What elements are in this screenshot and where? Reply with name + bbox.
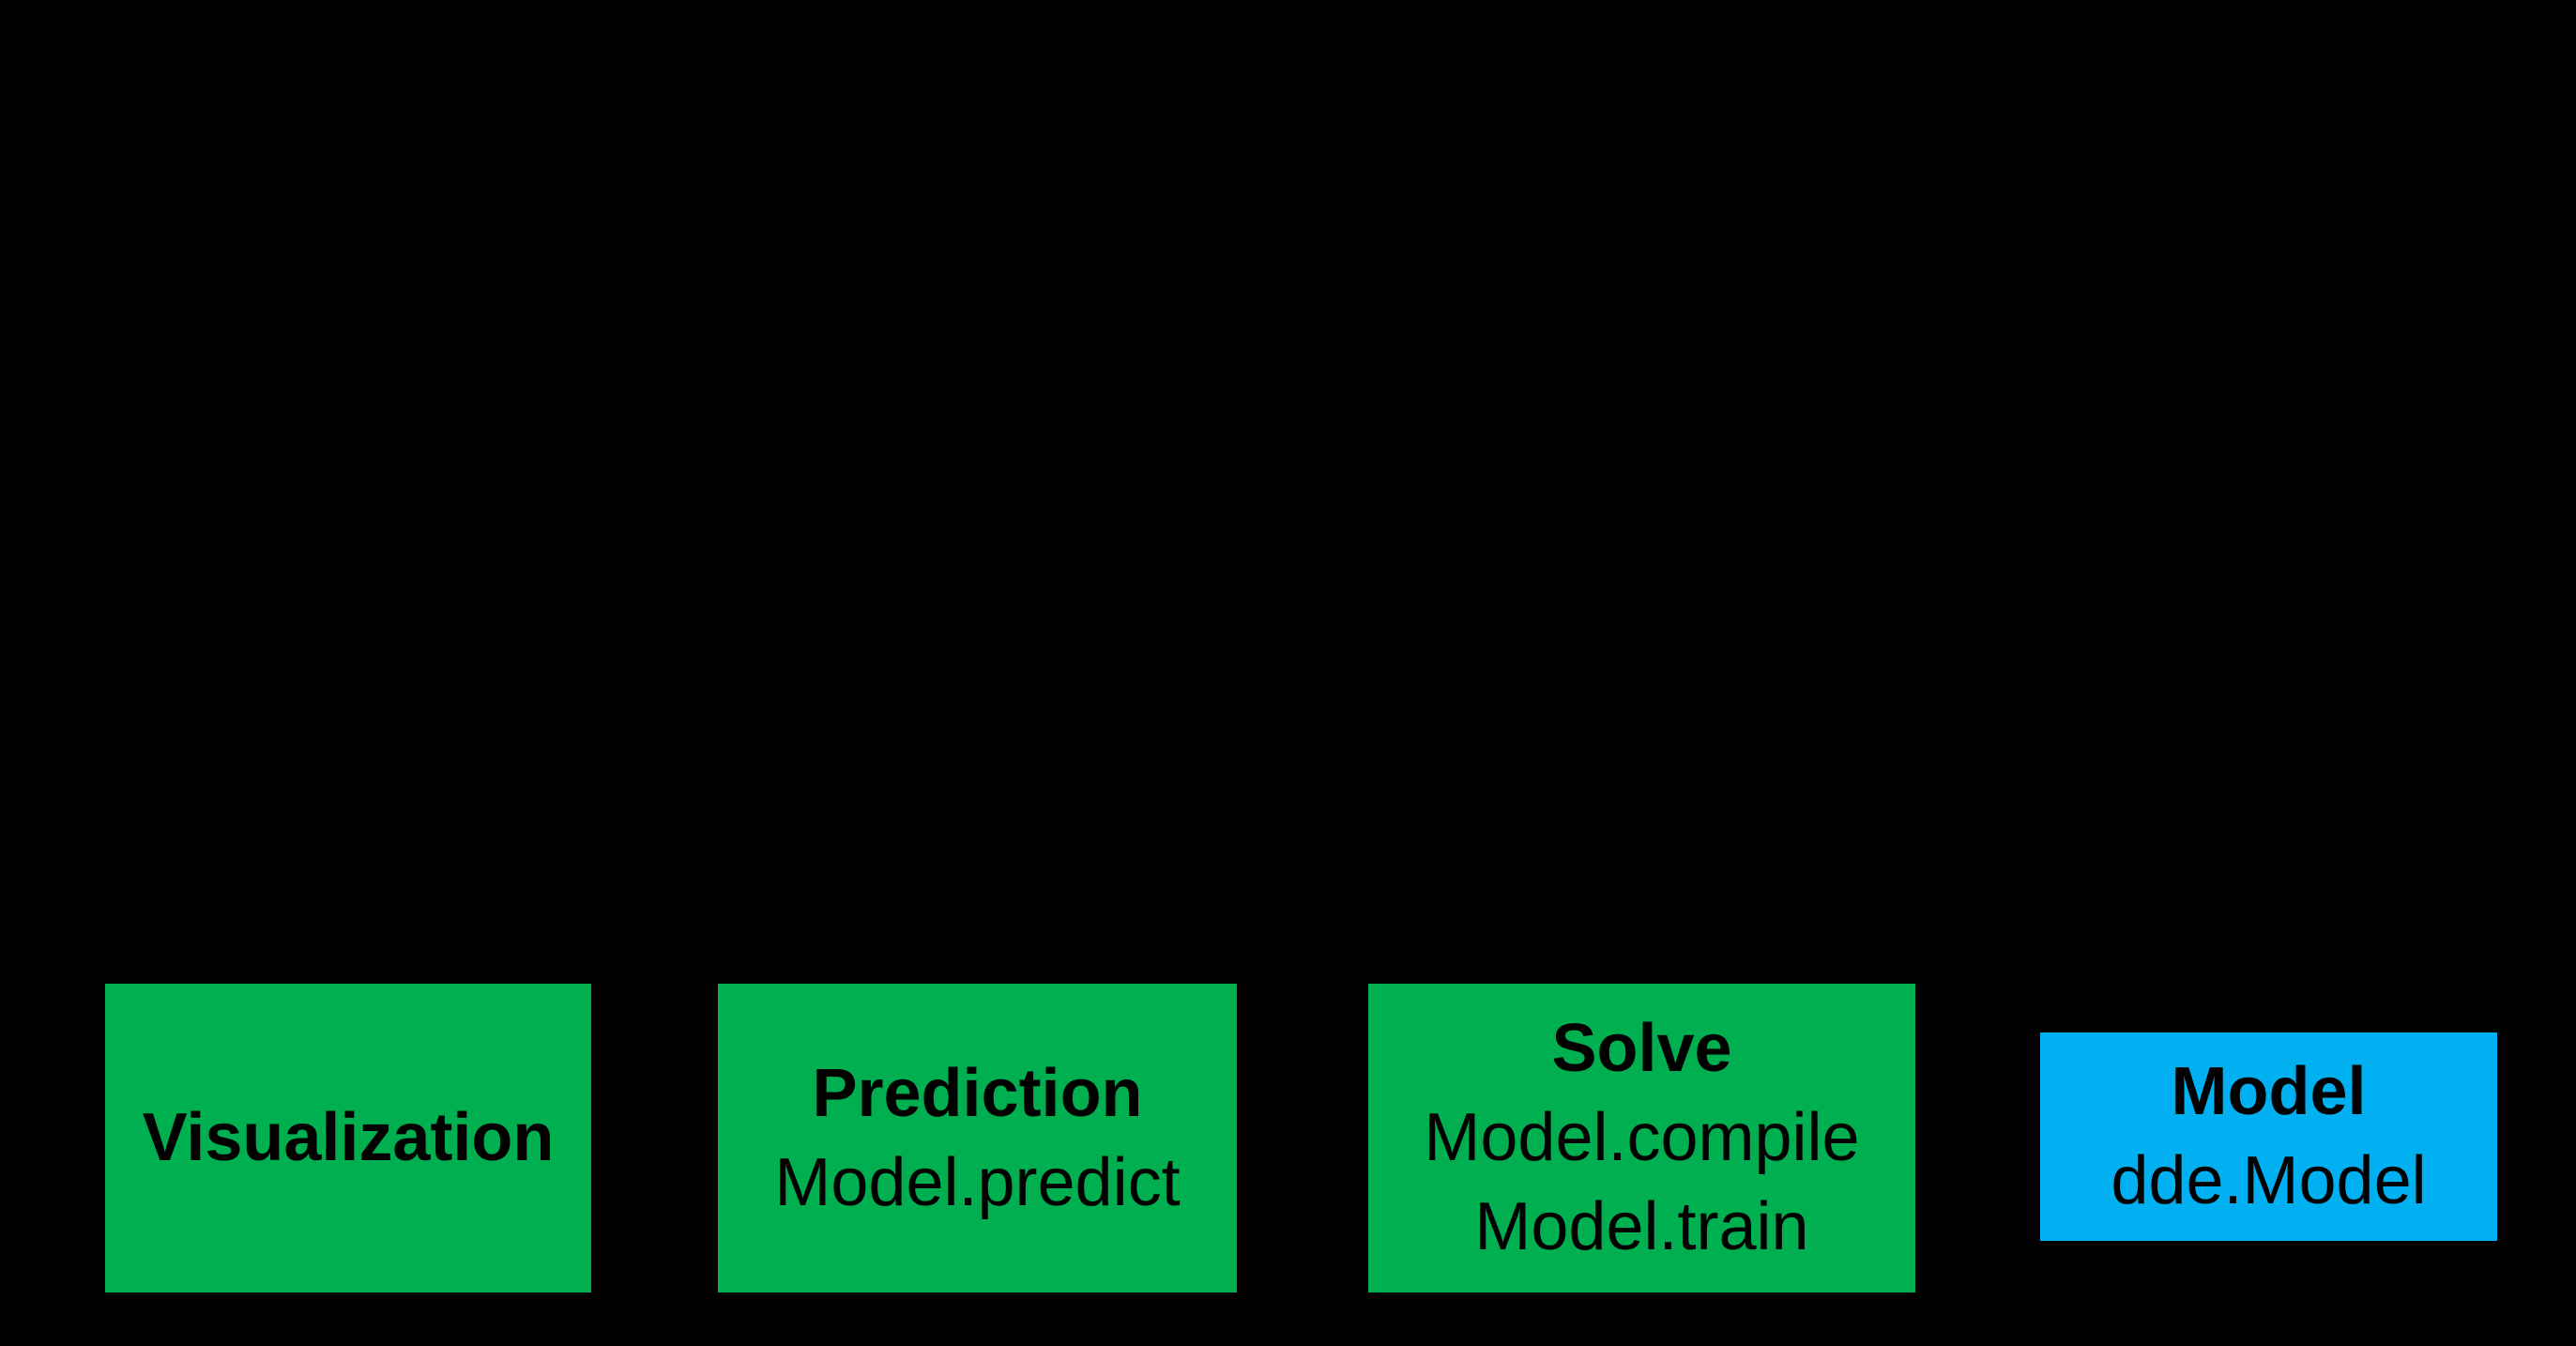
- solve-box-line-train: Model.train: [1474, 1189, 1809, 1264]
- solve-box-line-compile: Model.compile: [1424, 1100, 1860, 1175]
- prediction-box: Prediction Model.predict: [718, 984, 1237, 1292]
- visualization-box-title: Visualization: [142, 1100, 555, 1175]
- solve-box: Solve Model.compile Model.train: [1368, 984, 1915, 1292]
- model-box-title: Model: [2171, 1054, 2367, 1129]
- prediction-box-line: Model.predict: [774, 1144, 1181, 1220]
- visualization-box: Visualization: [105, 984, 591, 1292]
- prediction-box-title: Prediction: [812, 1055, 1143, 1131]
- model-box-line: dde.Model: [2111, 1143, 2427, 1218]
- model-box: Model dde.Model: [2040, 1032, 2497, 1241]
- solve-box-title: Solve: [1551, 1011, 1732, 1086]
